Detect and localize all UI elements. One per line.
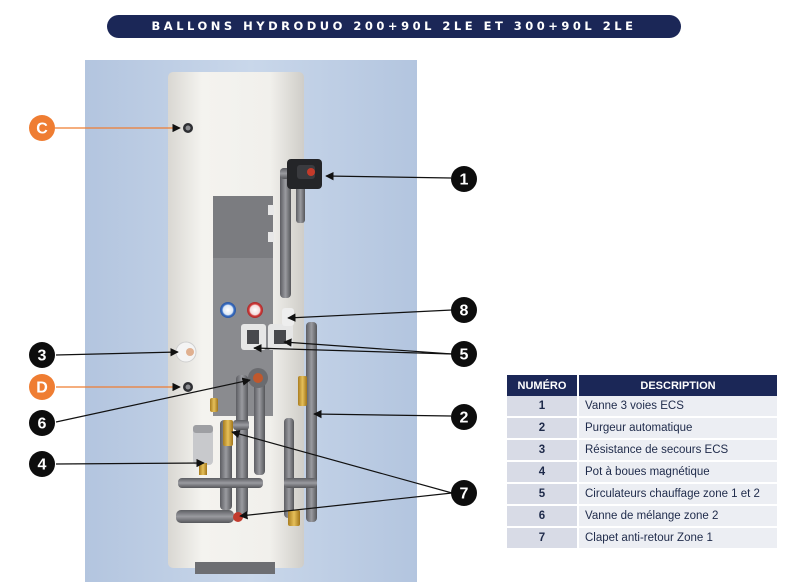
table-row: 1 Vanne 3 voies ECS	[507, 396, 777, 418]
callout-c: C	[29, 115, 55, 141]
svg-text:C: C	[36, 121, 48, 138]
row-description: Clapet anti-retour Zone 1	[578, 527, 777, 550]
row-description: Pot à boues magnétique	[578, 461, 777, 484]
red-pressure-gauge	[247, 302, 263, 318]
svg-text:D: D	[36, 380, 48, 397]
leader-4	[55, 458, 205, 468]
row-description: Résistance de secours ECS	[578, 439, 777, 462]
port-c	[183, 123, 193, 133]
callout-6: 6	[29, 410, 55, 436]
callout-7: 7	[451, 480, 477, 506]
svg-text:1: 1	[460, 172, 469, 189]
table-row: 3 Résistance de secours ECS	[507, 439, 777, 462]
row-number: 2	[507, 417, 579, 440]
svg-text:8: 8	[460, 303, 469, 320]
row-description: Vanne de mélange zone 2	[578, 505, 777, 528]
table-row: 7 Clapet anti-retour Zone 1	[507, 527, 777, 550]
tank-base	[195, 562, 275, 574]
callout-3: 3	[29, 342, 55, 368]
leader-2	[313, 409, 452, 419]
leader-7a	[231, 429, 453, 494]
row-number: 1	[507, 396, 579, 418]
row-number: 3	[507, 439, 579, 462]
row-description: Circulateurs chauffage zone 1 et 2	[578, 483, 777, 506]
pipe-network	[176, 168, 317, 523]
leader-1	[325, 171, 452, 181]
svg-text:5: 5	[460, 347, 469, 364]
header-description: DESCRIPTION	[578, 375, 777, 396]
leader-3	[55, 347, 179, 357]
callout-8: 8	[451, 297, 477, 323]
magnetic-filter	[193, 425, 213, 465]
row-description: Vanne 3 voies ECS	[578, 396, 777, 418]
svg-text:2: 2	[460, 410, 469, 427]
svg-text:3: 3	[38, 348, 47, 365]
row-number: 6	[507, 505, 579, 528]
row-number: 5	[507, 483, 579, 506]
leader-5b	[283, 338, 453, 355]
table-row: 2 Purgeur automatique	[507, 417, 777, 440]
table-row: 6 Vanne de mélange zone 2	[507, 505, 777, 528]
leader-7b	[239, 492, 453, 520]
callout-1: 1	[451, 166, 477, 192]
non-return-valve	[223, 420, 233, 446]
svg-text:4: 4	[38, 457, 47, 474]
legend-table: NUMÉRO DESCRIPTION 1 Vanne 3 voies ECS 2…	[507, 375, 777, 550]
header-number: NUMÉRO	[507, 375, 579, 396]
callout-2: 2	[451, 404, 477, 430]
port-d	[183, 382, 193, 392]
svg-text:7: 7	[460, 486, 469, 503]
callout-d: D	[29, 374, 55, 400]
callout-4: 4	[29, 451, 55, 477]
table-row: 5 Circulateurs chauffage zone 1 et 2	[507, 483, 777, 506]
blue-pressure-gauge	[220, 302, 236, 318]
table-row: 4 Pot à boues magnétique	[507, 461, 777, 484]
row-number: 4	[507, 461, 579, 484]
leader-6	[55, 377, 251, 423]
leader-5a	[253, 344, 453, 355]
callout-5: 5	[451, 341, 477, 367]
svg-text:6: 6	[38, 416, 47, 433]
row-number: 7	[507, 527, 579, 550]
page-title: BALLONS HYDRODUO 200+90L 2LE ET 300+90L …	[107, 15, 681, 38]
row-description: Purgeur automatique	[578, 417, 777, 440]
leader-8	[287, 309, 453, 322]
